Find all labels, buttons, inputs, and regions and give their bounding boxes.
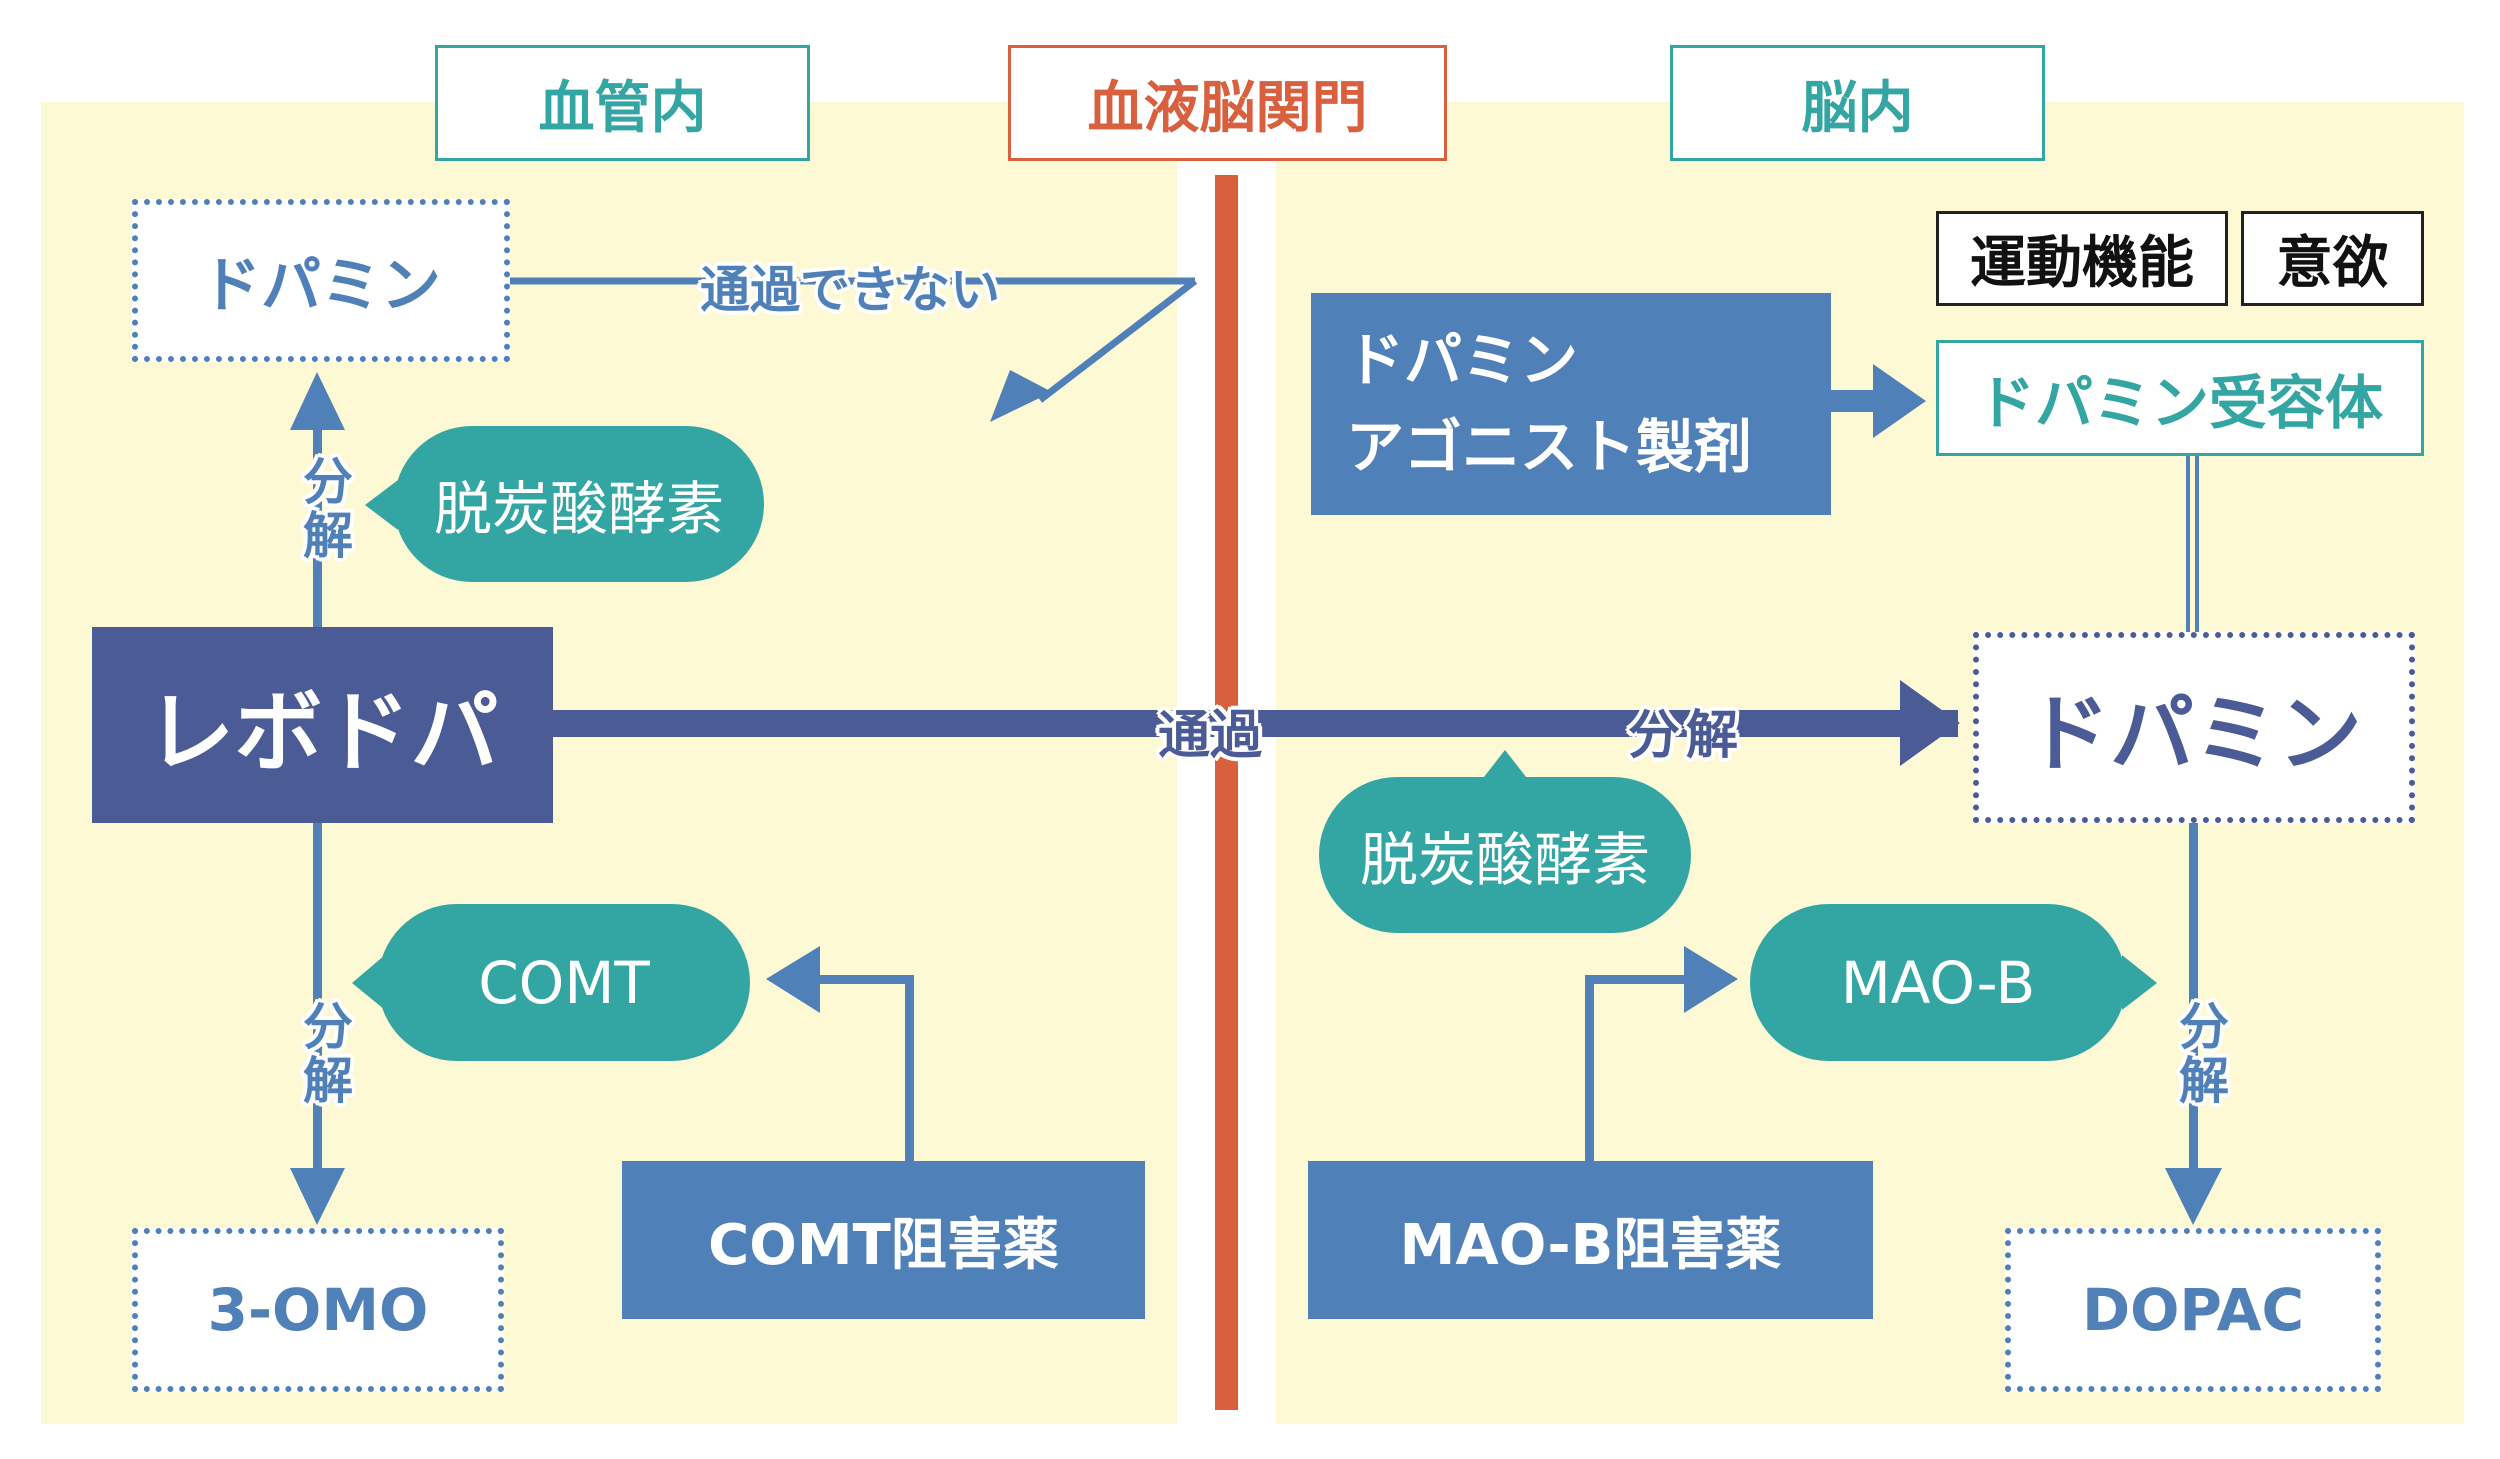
decompose-to-dopamine-label: 分解 [1628, 706, 1745, 766]
ddc-enzyme-right: 脱炭酸酵素 [1319, 777, 1691, 933]
pass-label: 通過 [1158, 706, 1263, 766]
agonist-line-1: ドパミン [1346, 326, 1579, 394]
maob-enzyme: MAO-B [1750, 904, 2126, 1061]
motivation-box: 意欲 [2241, 211, 2424, 306]
agonist-line-2: アゴニスト製剤 [1346, 413, 1753, 481]
dopamine-blood-box: ドパミン [132, 199, 510, 362]
header-brain: 脳内 [1670, 45, 2045, 161]
decompose-dopac-arrow [2165, 823, 2222, 1225]
decompose-dopac-label: 分解 [2171, 1000, 2229, 1108]
header-blood-vessel: 血管内 [435, 45, 810, 161]
decompose-down-arrow [290, 823, 345, 1225]
decompose-down-label: 分解 [295, 1000, 353, 1108]
cannot-pass-label: 通過できない [700, 261, 1000, 319]
header-blood-brain-barrier: 血液脳関門 [1008, 45, 1447, 161]
ddc-enzyme-left: 脱炭酸酵素 [394, 426, 764, 582]
levodopa-box: レボドパ [92, 627, 553, 823]
3-omo-box: 3-OMO [132, 1228, 504, 1392]
dopamine-agonist-box: ドパミン アゴニスト製剤 [1311, 293, 1831, 515]
comt-inhibitor-arrow [766, 946, 914, 1161]
blood-brain-barrier-line [1215, 175, 1238, 1410]
maob-inhibitor-box: MAO-B阻害薬 [1308, 1161, 1873, 1319]
decompose-up-label: 分解 [295, 455, 353, 563]
comt-enzyme: COMT [378, 904, 750, 1061]
agonist-to-receptor-arrow [1831, 364, 1926, 438]
motor-function-box: 運動機能 [1936, 211, 2228, 306]
dopamine-brain-box: ドパミン [1973, 632, 2415, 823]
receptor-dopamine-link [2186, 456, 2199, 632]
decompose-up-arrow [290, 372, 345, 627]
cannot-pass-arrow [510, 277, 1198, 422]
maob-inhibitor-arrow [1585, 946, 1738, 1161]
comt-inhibitor-box: COMT阻害薬 [622, 1161, 1145, 1319]
dopamine-receptor-box: ドパミン受容体 [1936, 340, 2424, 456]
dopac-box: DOPAC [2005, 1228, 2381, 1392]
levodopa-pass-arrow [553, 680, 1960, 766]
